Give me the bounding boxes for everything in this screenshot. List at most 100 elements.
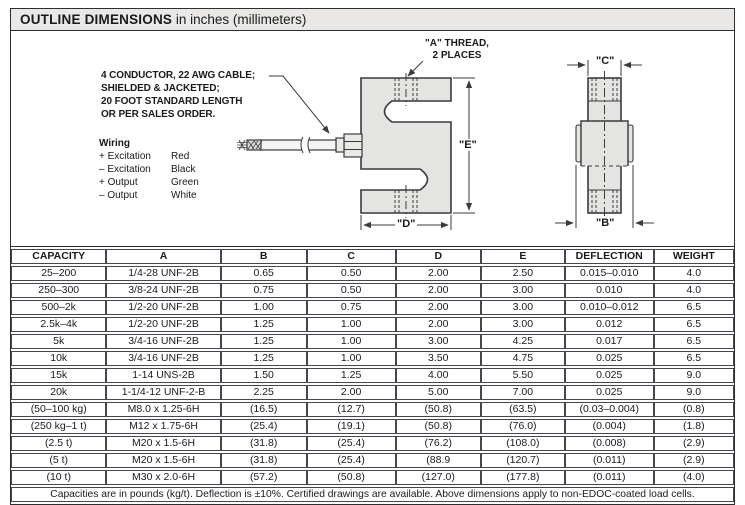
cell-e: 3.00 — [480, 283, 565, 298]
cell-capacity: 25–200 — [11, 266, 107, 281]
cell-weight: 9.0 — [653, 368, 734, 383]
cable-ferrule — [335, 137, 345, 153]
cell-capacity: (2.5 t) — [11, 436, 107, 451]
header-deflection: DEFLECTION — [564, 249, 654, 264]
dim-e-label: "E" — [457, 139, 479, 151]
cell-d: (50.8) — [395, 419, 481, 434]
cell-a: M20 x 1.5-6H — [106, 453, 221, 468]
cell-d: (76.2) — [395, 436, 481, 451]
table-row: (10 t)M30 x 2.0-6H(57.2)(50.8)(127.0)(17… — [11, 470, 734, 485]
cell-deflection: (0.011) — [564, 453, 654, 468]
cell-d: 2.00 — [395, 300, 481, 315]
diagram-area: 4 CONDUCTOR, 22 AWG CABLE; SHIELDED & JA… — [11, 31, 734, 246]
dim-b-label: "B" — [594, 217, 617, 229]
table-row: (5 t)M20 x 1.5-6H(31.8)(25.4)(88.9(120.7… — [11, 453, 734, 468]
cell-b: (57.2) — [220, 470, 307, 485]
cell-capacity: (5 t) — [11, 453, 107, 468]
s-cell-body — [360, 77, 452, 214]
cable-assembly — [237, 75, 363, 158]
table-footnote: Capacities are in pounds (kg/t). Deflect… — [11, 487, 734, 502]
cell-e: (120.7) — [480, 453, 565, 468]
wiring-color: White — [171, 190, 197, 201]
cell-a: 3/4-16 UNF-2B — [106, 351, 221, 366]
wiring-heading: Wiring — [99, 138, 131, 149]
cell-deflection: 0.015–0.010 — [564, 266, 654, 281]
cell-deflection: (0.004) — [564, 419, 654, 434]
cell-d: 5.00 — [395, 385, 481, 400]
cell-a: 3/8-24 UNF-2B — [106, 283, 221, 298]
bottom-thread-lines — [394, 190, 418, 213]
cell-a: 1-1/4-12 UNF-2-B — [106, 385, 221, 400]
header-a: A — [106, 249, 221, 264]
cell-weight: 6.5 — [653, 334, 734, 349]
wire-strands — [237, 139, 247, 151]
cell-capacity: 2.5k–4k — [11, 317, 107, 332]
cell-c: 0.50 — [306, 283, 396, 298]
cell-e: (177.8) — [480, 470, 565, 485]
cable-note-line: 4 CONDUCTOR, 22 AWG CABLE; — [101, 70, 256, 81]
table-header-row: CAPACITY A B C D E DEFLECTION WEIGHT — [11, 249, 734, 264]
cell-b: 1.25 — [220, 351, 307, 366]
cell-b: 1.25 — [220, 317, 307, 332]
cell-a: 3/4-16 UNF-2B — [106, 334, 221, 349]
cable-break-symbol — [300, 136, 311, 154]
wiring-signal: – Output — [99, 190, 138, 201]
cell-a: 1/2-20 UNF-2B — [106, 300, 221, 315]
cell-b: 0.75 — [220, 283, 307, 298]
dim-d-label: "D" — [395, 218, 418, 230]
cell-weight: 6.5 — [653, 351, 734, 366]
cell-e: 7.00 — [480, 385, 565, 400]
cell-c: 0.75 — [306, 300, 396, 315]
cell-c: (19.1) — [306, 419, 396, 434]
cell-d: 3.50 — [395, 351, 481, 366]
header-weight: WEIGHT — [653, 249, 734, 264]
cell-c: 1.00 — [306, 334, 396, 349]
cell-deflection: (0.03–0.004) — [564, 402, 654, 417]
cell-b: 1.50 — [220, 368, 307, 383]
cell-deflection: 0.012 — [564, 317, 654, 332]
cell-a: 1-14 UNS-2B — [106, 368, 221, 383]
front-view-s-cell — [360, 60, 452, 218]
cell-e: 2.50 — [480, 266, 565, 281]
cell-b: 1.25 — [220, 334, 307, 349]
cell-deflection: 0.025 — [564, 351, 654, 366]
cell-e: (63.5) — [480, 402, 565, 417]
cable-note-line: 20 FOOT STANDARD LENGTH — [101, 96, 243, 107]
cell-a: M8.0 x 1.25-6H — [106, 402, 221, 417]
a-thread-label: "A" THREAD, 2 PLACES — [425, 38, 489, 61]
cell-c: 2.00 — [306, 385, 396, 400]
cell-c: (12.7) — [306, 402, 396, 417]
cell-weight: (1.8) — [653, 419, 734, 434]
cell-c: (25.4) — [306, 453, 396, 468]
wiring-color: Black — [171, 164, 196, 175]
cell-e: (108.0) — [480, 436, 565, 451]
cell-deflection: (0.011) — [564, 470, 654, 485]
wiring-signal: + Output — [99, 177, 138, 188]
side-view — [575, 71, 634, 221]
header-d: D — [395, 249, 481, 264]
right-flange-tab — [627, 124, 634, 163]
cell-e: 4.75 — [480, 351, 565, 366]
dimension-table: CAPACITY A B C D E DEFLECTION WEIGHT 25–… — [11, 247, 734, 504]
cell-capacity: (250 kg–1 t) — [11, 419, 107, 434]
cable-gland-nut — [343, 133, 363, 158]
left-flange-tab — [575, 124, 582, 163]
cable-note-line: SHIELDED & JACKETED; — [101, 83, 220, 94]
cell-capacity: 10k — [11, 351, 107, 366]
cell-e: 3.00 — [480, 317, 565, 332]
header-e: E — [480, 249, 565, 264]
cell-weight: 4.0 — [653, 266, 734, 281]
cell-d: (50.8) — [395, 402, 481, 417]
cell-capacity: 20k — [11, 385, 107, 400]
header-capacity: CAPACITY — [11, 249, 107, 264]
cell-d: 3.00 — [395, 334, 481, 349]
cell-capacity: 15k — [11, 368, 107, 383]
wiring-signal: – Excitation — [99, 164, 151, 175]
